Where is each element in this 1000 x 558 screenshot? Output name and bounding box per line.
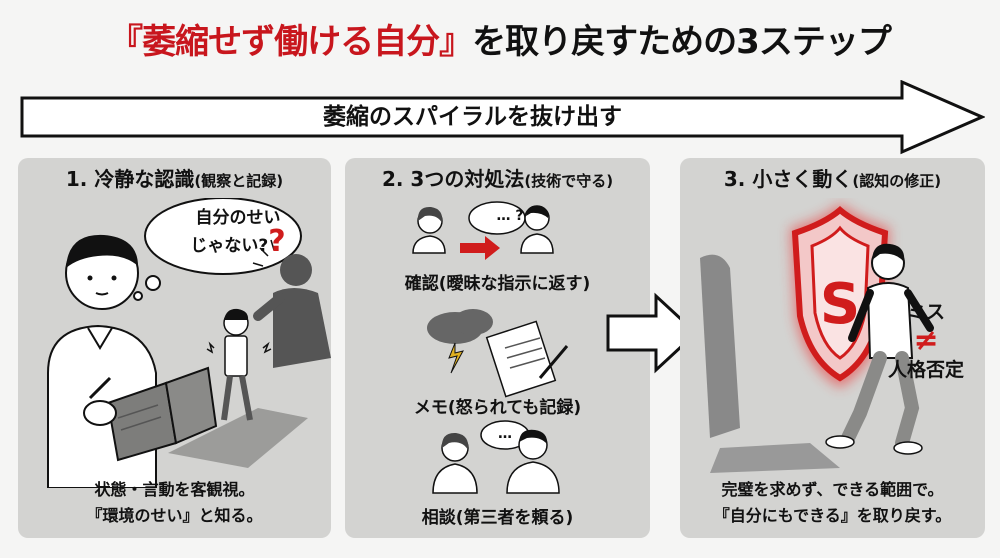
step-transition-arrow [606,292,698,374]
consult-bubble-text: … [498,426,512,442]
step-3-title: 3. 小さく動く(認知の修正) [723,167,942,191]
thought-text: 自分のせい じゃない?? [190,208,286,259]
small-action-scene: S [700,203,934,473]
title-rest: を取り戻すための3ステップ [472,22,892,62]
step-2-panel: 2. 3つの対処法(技術で守る) [345,158,650,538]
confirm-bubble-text: … ? [496,208,524,224]
step-3-caption-1: 完璧を求めず、できる範囲で。 [721,480,944,499]
step-3-caption-2: 『自分にもできる』を取り戻す。 [713,506,952,525]
confirm-conversation-icon [412,201,554,260]
mistake-not-character-label: ミス ≠ 人格否定 [888,301,965,381]
page-title: 『萎縮せず働ける自分』を取り戻すための3ステップ [0,14,1000,70]
consult-conversation-icon [432,420,560,494]
observation-scene [47,198,331,488]
not-equal-icon: ≠ [913,323,939,358]
coping-methods-scene [412,201,569,494]
confirm-label: 確認(曖昧な指示に返す) [404,274,591,294]
spiral-exit-arrow [20,80,985,155]
step-1-title: 1. 冷静な認識(観察と記録) [65,167,284,191]
banner-label: 萎縮のスパイラルを抜け出す [323,104,622,130]
title-highlight: 『萎縮せず働ける自分』 [109,22,473,62]
walking-person-icon [825,243,934,455]
step-2-title: 2. 3つの対処法(技術で守る) [381,167,614,191]
worried-person-icon [206,308,272,421]
step-3-panel: 3. 小さく動く(認知の修正) S 完璧を求めず、で [680,158,985,538]
step-1-panel: 1. 冷静な認識(観察と記録) [18,158,331,538]
shield-icon [790,203,890,388]
memo-notepad-icon [427,309,569,398]
boss-silhouette-icon [252,239,331,368]
step-1-caption-1: 状態・言動を客観視。 [94,480,255,499]
step-1-caption-2: 『環境のせい』と知る。 [86,506,263,525]
observer-person-icon [47,234,218,488]
thought-bubble-icon [133,198,302,301]
consult-label: 相談(第三者を頼る) [421,508,574,528]
memo-label: メモ(怒られても記録) [413,398,582,418]
